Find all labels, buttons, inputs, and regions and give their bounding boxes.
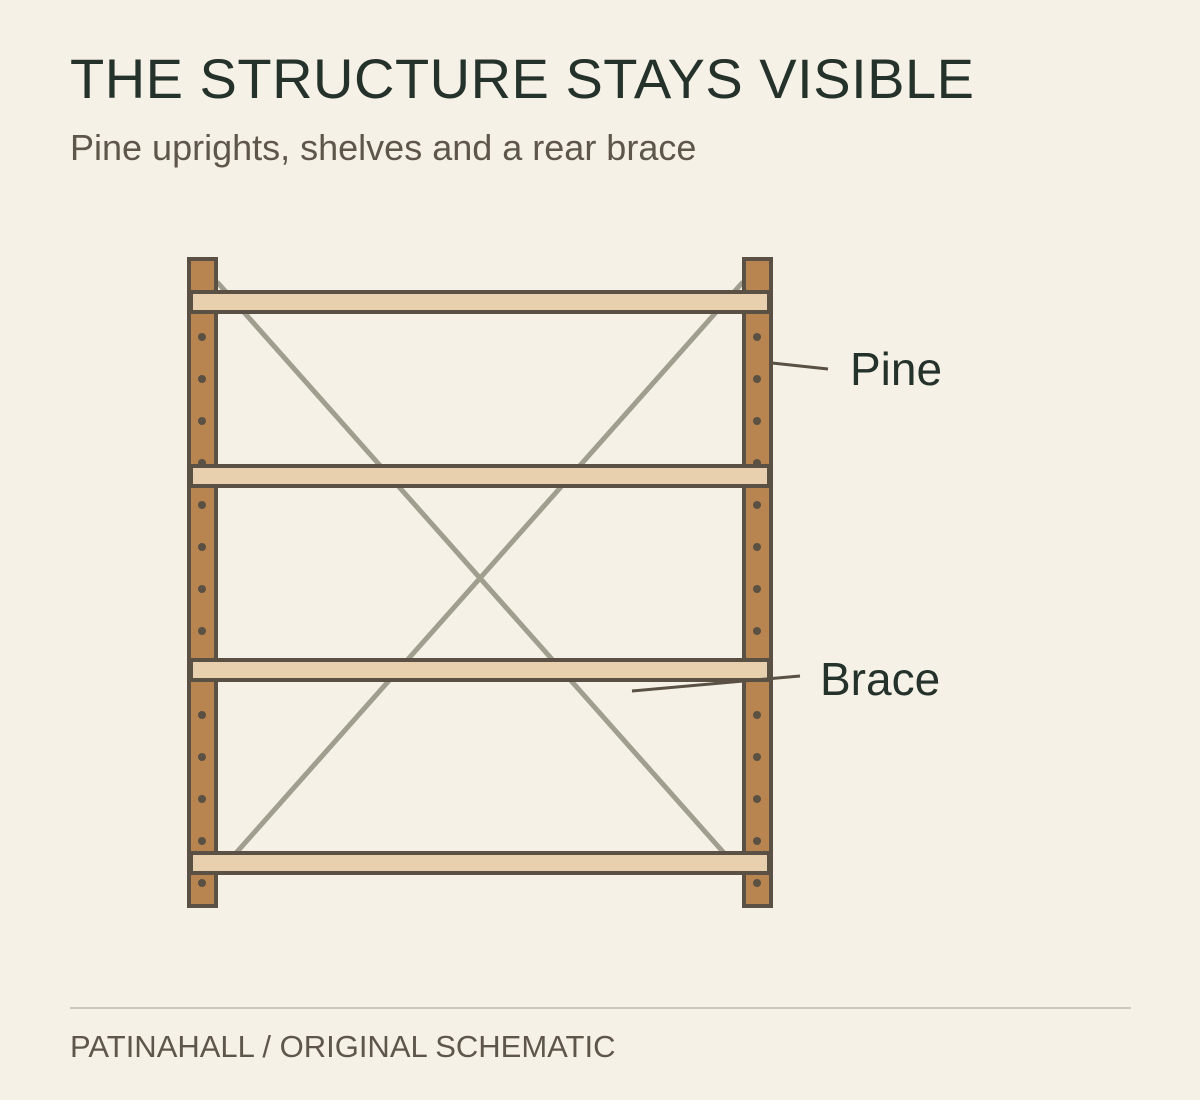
brace-diagonal-right-to-left [225, 280, 745, 865]
upright-hole [198, 711, 206, 719]
shelves [189, 290, 771, 875]
pine-leader-line [771, 361, 829, 371]
upright-hole [198, 837, 206, 845]
upright-hole [753, 837, 761, 845]
upright-hole [198, 627, 206, 635]
shelf [189, 851, 771, 875]
upright-hole [198, 543, 206, 551]
upright-hole [198, 753, 206, 761]
upright-hole [198, 795, 206, 803]
upright-hole [753, 585, 761, 593]
upright-hole [198, 585, 206, 593]
pine-label: Pine [850, 343, 942, 395]
upright-hole [198, 375, 206, 383]
upright-holes [198, 333, 761, 887]
rear-brace [215, 280, 745, 865]
upright-hole [198, 333, 206, 341]
right-upright [742, 257, 773, 908]
brace-leader-line [631, 674, 801, 693]
brace-callout: Brace [631, 653, 940, 705]
upright-hole [753, 375, 761, 383]
upright-hole [198, 501, 206, 509]
shelf [189, 464, 771, 488]
footer-divider [70, 1007, 1131, 1009]
pine-callout: Pine [771, 343, 942, 395]
upright-hole [753, 753, 761, 761]
upright-hole [753, 879, 761, 887]
upright-hole [198, 879, 206, 887]
shelf [189, 658, 771, 682]
page-title: THE STRUCTURE STAYS VISIBLE [70, 47, 975, 110]
left-upright [187, 257, 218, 908]
brace-diagonal-left-to-right [215, 280, 735, 865]
upright-hole [753, 333, 761, 341]
upright-hole [753, 795, 761, 803]
upright-hole [753, 711, 761, 719]
upright-hole [753, 501, 761, 509]
shelf [189, 290, 771, 314]
footer-credit: PATINAHALL / ORIGINAL SCHEMATIC [70, 1029, 616, 1064]
upright-hole [753, 627, 761, 635]
page-subtitle: Pine uprights, shelves and a rear brace [70, 127, 697, 168]
upright-hole [753, 543, 761, 551]
upright-hole [753, 417, 761, 425]
brace-label: Brace [820, 653, 940, 705]
upright-hole [198, 417, 206, 425]
